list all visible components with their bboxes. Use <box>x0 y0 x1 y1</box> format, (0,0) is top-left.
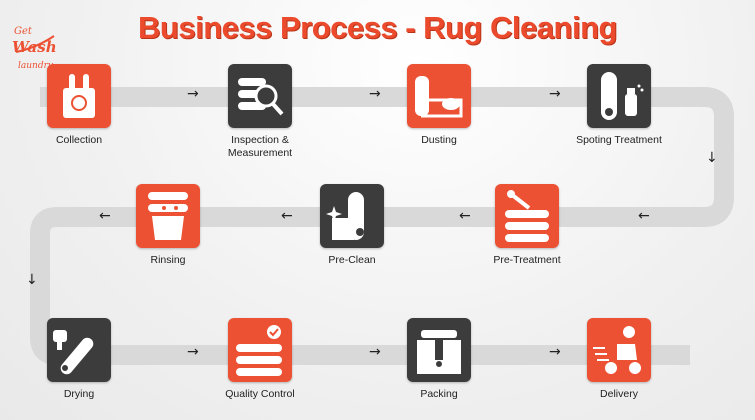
arrow-right-icon: → <box>187 344 199 360</box>
arrow-right-icon: → <box>549 344 561 360</box>
process-step-label: Collection <box>55 134 103 146</box>
spray-bottle-icon <box>587 64 651 128</box>
page-title: Business Process - Rug Cleaning <box>138 10 617 45</box>
process-step-label: Drying <box>63 388 95 400</box>
package-icon <box>407 318 471 382</box>
magnifier-inspection-icon <box>228 64 292 128</box>
process-step: Delivery <box>559 318 679 401</box>
arrow-right-icon: → <box>369 344 381 360</box>
process-step: Inspection & Measurement <box>200 64 320 160</box>
checkmark-rug-icon <box>228 318 292 382</box>
rinse-bucket-icon <box>136 184 200 248</box>
arrow-right-icon: → <box>187 86 199 102</box>
arrow-left-icon: ← <box>99 208 111 224</box>
process-step-label: Pre-Clean <box>328 254 376 266</box>
arrow-left-icon: ← <box>281 208 293 224</box>
arrow-left-icon: ← <box>638 208 650 224</box>
process-step-label: Packing <box>420 388 458 400</box>
process-step: Dusting <box>379 64 499 147</box>
scooter-delivery-icon <box>587 318 651 382</box>
process-step-label: Delivery <box>600 388 638 400</box>
process-step: Drying <box>19 318 139 401</box>
process-step: Rinsing <box>108 184 228 267</box>
process-step: Pre-Clean <box>292 184 412 267</box>
arrow-left-icon: ← <box>459 208 471 224</box>
svg-text:Wash: Wash <box>12 38 57 56</box>
brand-logo: Get Wash laundry <box>12 26 57 71</box>
vacuum-rug-icon <box>407 64 471 128</box>
process-step: Pre-Treatment <box>467 184 587 267</box>
arrow-right-icon: → <box>549 86 561 102</box>
arrow-down-icon: ↓ <box>26 272 38 288</box>
process-step: Collection <box>19 64 139 147</box>
hands-collection-icon <box>47 64 111 128</box>
process-step-label: Rinsing <box>150 254 186 266</box>
process-step-label: Quality Control <box>225 388 295 400</box>
process-step-label: Dusting <box>421 134 457 146</box>
process-step-label: Spoting Treatment <box>576 134 662 146</box>
process-step-label: Inspection & Measurement <box>227 134 293 159</box>
svg-text:laundry: laundry <box>18 61 54 71</box>
process-step-label: Pre-Treatment <box>493 254 561 266</box>
arrow-right-icon: → <box>369 86 381 102</box>
sparkle-rug-icon <box>320 184 384 248</box>
svg-text:Get: Get <box>14 26 33 37</box>
hairdryer-rug-icon <box>47 318 111 382</box>
process-step: Quality Control <box>200 318 320 401</box>
process-step: Spoting Treatment <box>559 64 679 147</box>
brush-rug-icon <box>495 184 559 248</box>
process-step: Packing <box>379 318 499 401</box>
arrow-down-icon: ↓ <box>706 150 718 166</box>
